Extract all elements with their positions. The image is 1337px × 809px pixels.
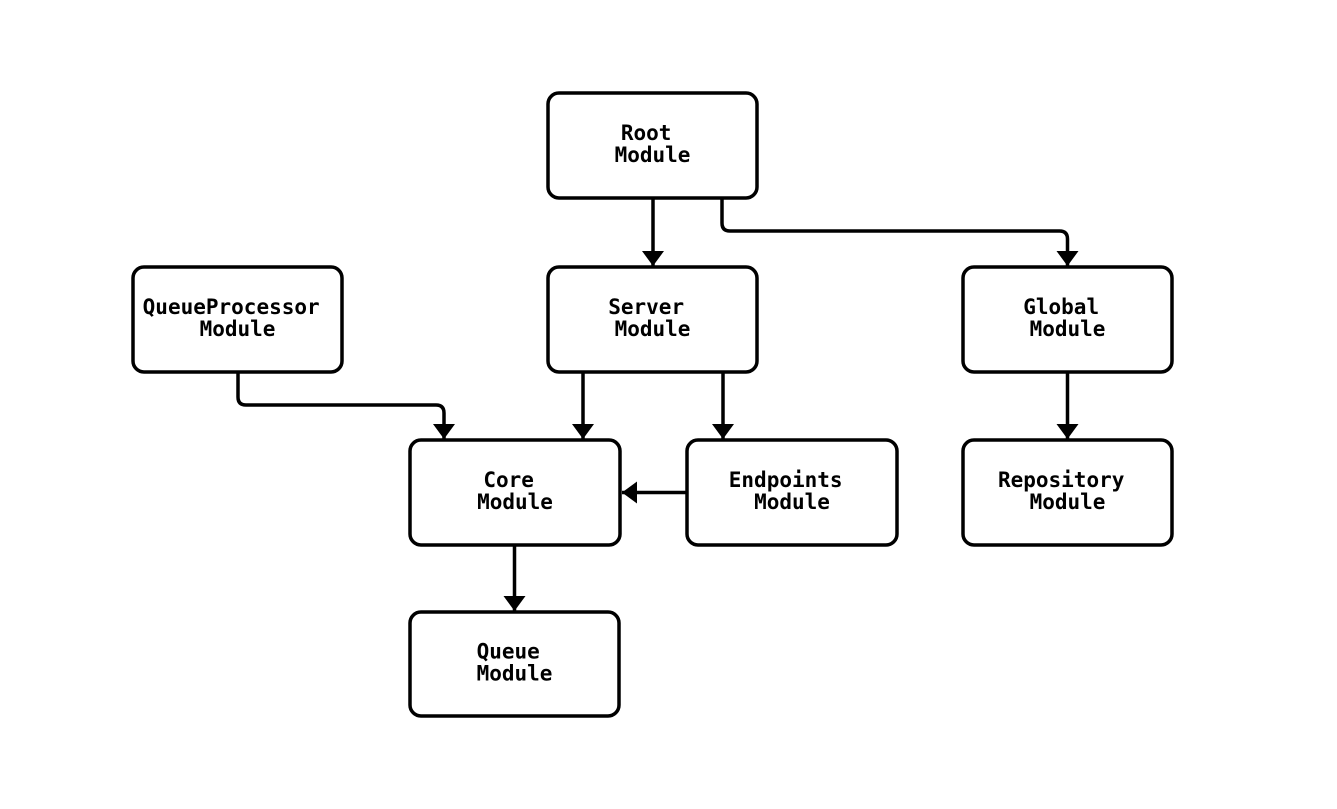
node-queueprocessor-module-line1: QueueProcessor bbox=[143, 295, 320, 319]
edge-queueprocessor-to-core bbox=[236, 372, 455, 439]
node-root-module: Root Module bbox=[546, 91, 759, 200]
node-server-module-label: Server Module bbox=[608, 295, 697, 341]
edge-layer bbox=[236, 198, 1079, 611]
node-global-module: Global Module bbox=[961, 265, 1174, 374]
node-repository-module-line1: Repository bbox=[998, 468, 1125, 492]
node-root-module-line2: Module bbox=[615, 143, 691, 167]
node-core-module-line1: Core bbox=[483, 468, 534, 492]
node-server-module-line2: Module bbox=[615, 317, 691, 341]
node-root-module-line1: Root bbox=[621, 121, 672, 145]
node-queue-module: Queue Module bbox=[408, 610, 621, 718]
node-core-module-label: Core Module bbox=[477, 468, 553, 514]
node-endpoints-module-line1: Endpoints bbox=[729, 468, 843, 492]
node-queue-module-box bbox=[408, 610, 621, 718]
node-queue-module-line2: Module bbox=[477, 662, 553, 686]
node-queueprocessor-module-box bbox=[131, 265, 344, 374]
node-root-module-box bbox=[546, 91, 759, 200]
node-root-module-label: Root Module bbox=[615, 121, 691, 167]
node-global-module-line2: Module bbox=[1030, 317, 1106, 341]
node-queueprocessor-module-label: QueueProcessor Module bbox=[143, 295, 333, 341]
node-core-module-box bbox=[408, 438, 622, 547]
node-core-module: Core Module bbox=[408, 438, 622, 547]
node-repository-module-label: Repository Module bbox=[998, 468, 1137, 514]
node-queueprocessor-module: QueueProcessor Module bbox=[131, 265, 344, 374]
node-endpoints-module-line2: Module bbox=[754, 490, 830, 514]
node-queue-module-line1: Queue bbox=[477, 640, 540, 664]
node-core-module-line2: Module bbox=[477, 490, 553, 514]
node-endpoints-module: Endpoints Module bbox=[685, 438, 899, 547]
node-endpoints-module-box bbox=[685, 438, 899, 547]
node-server-module: Server Module bbox=[546, 265, 759, 374]
node-queueprocessor-module-line2: Module bbox=[200, 317, 276, 341]
node-repository-module-line2: Module bbox=[1030, 490, 1106, 514]
node-global-module-label: Global Module bbox=[1023, 295, 1112, 341]
node-global-module-box bbox=[961, 265, 1174, 374]
node-server-module-box bbox=[546, 265, 759, 374]
node-endpoints-module-label: Endpoints Module bbox=[729, 468, 855, 514]
node-repository-module: Repository Module bbox=[961, 438, 1174, 547]
node-queue-module-label: Queue Module bbox=[477, 640, 553, 686]
edge-root-to-global bbox=[720, 198, 1079, 266]
node-repository-module-box bbox=[961, 438, 1174, 547]
node-global-module-line1: Global bbox=[1023, 295, 1099, 319]
node-server-module-line1: Server bbox=[608, 295, 684, 319]
